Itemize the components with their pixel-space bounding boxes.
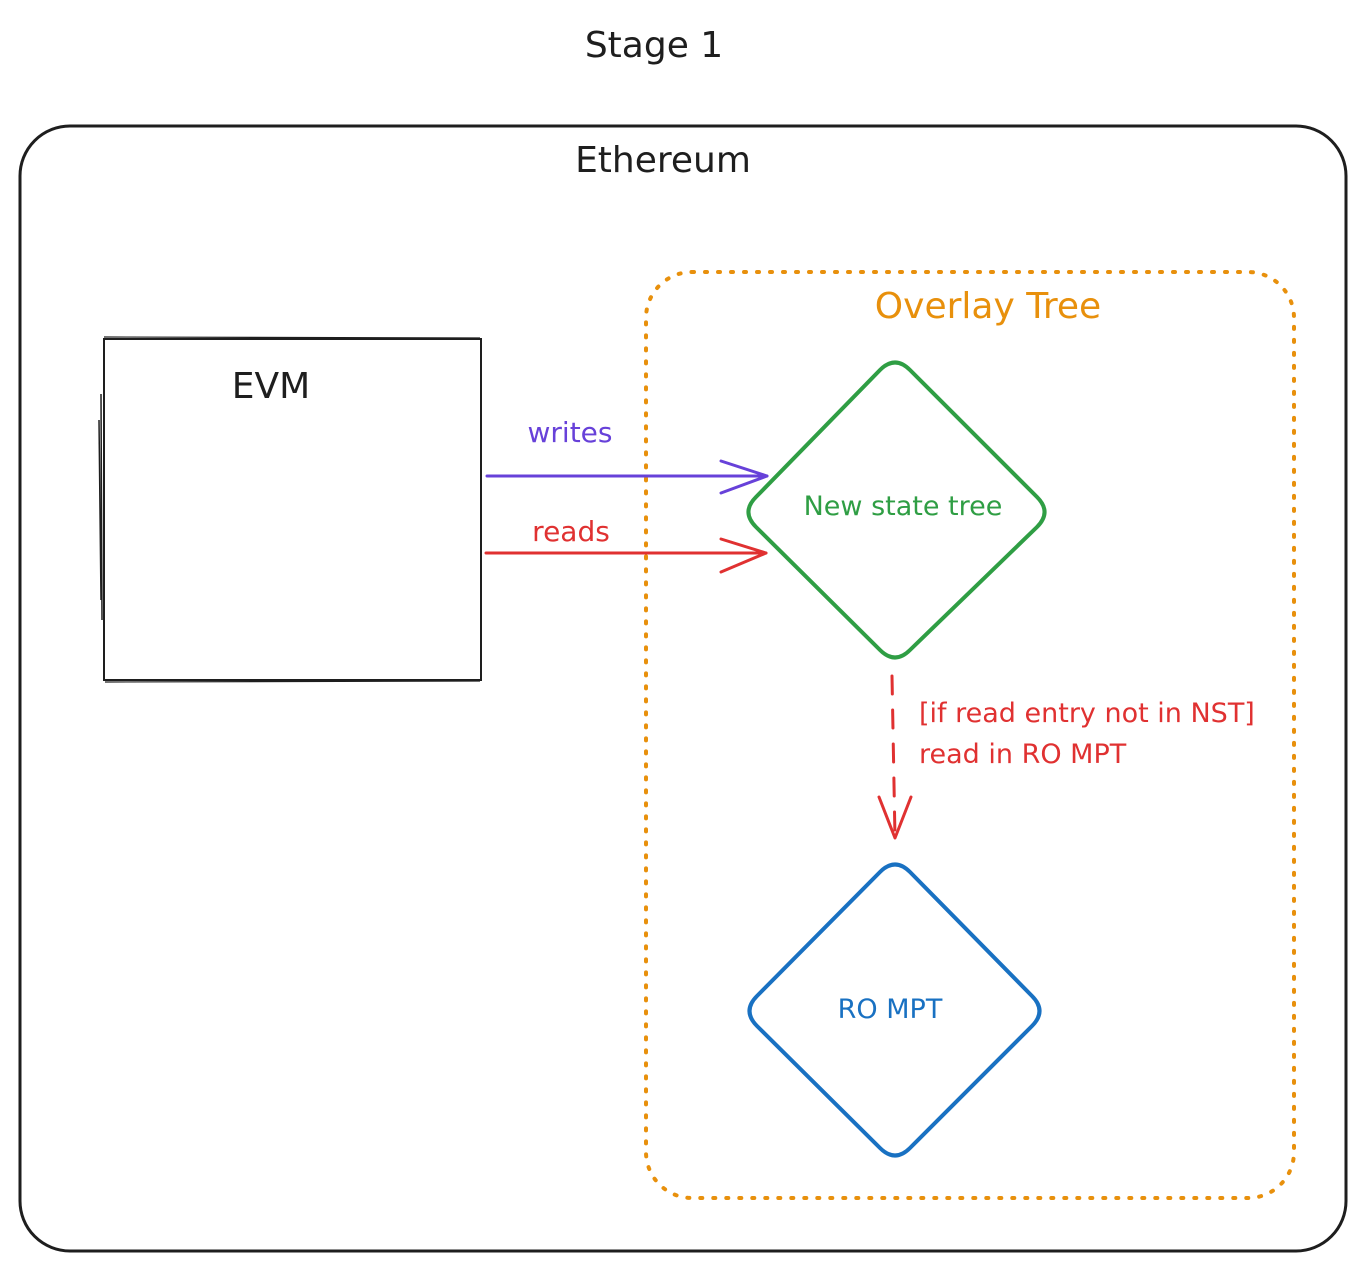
- evm-label: EVM: [231, 366, 311, 407]
- diagram-title: Stage 1: [584, 25, 724, 66]
- overlay-tree-label: Overlay Tree: [874, 286, 1102, 327]
- ro-mpt-label: RO MPT: [837, 994, 943, 1025]
- writes-arrow: [485, 459, 769, 495]
- evm-box: [98, 336, 482, 683]
- new-state-tree-label: New state tree: [803, 491, 1003, 522]
- writes-label: writes: [527, 416, 613, 449]
- ethereum-label: Ethereum: [575, 140, 751, 181]
- fallback-condition-label: [if read entry not in NST]: [919, 698, 1255, 729]
- ro-mpt-diamond: [747, 862, 1042, 1158]
- reads-arrow: [484, 537, 768, 574]
- new-state-tree-diamond: [746, 360, 1047, 660]
- reads-label: reads: [532, 515, 610, 548]
- ethereum-container: [18, 124, 1348, 1253]
- overlay-tree-container: [644, 270, 1296, 1200]
- fallback-action-label: read in RO MPT: [919, 739, 1127, 770]
- fallback-read-arrow: [877, 674, 913, 840]
